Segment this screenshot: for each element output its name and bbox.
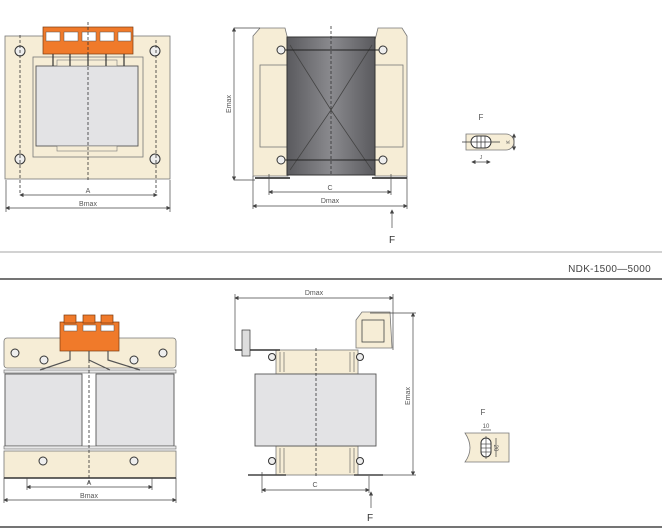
mounting-bolt-icon: [38, 456, 48, 466]
dim-emax-label: Emax: [226, 95, 233, 113]
dim-bmax-label: Bmax: [79, 201, 97, 208]
dim-10-label: 10: [483, 424, 490, 430]
top-side-view: Emax C Dmax F: [226, 26, 408, 246]
core-bottom: [275, 445, 359, 476]
model-range-label: NDK-1500—5000: [568, 264, 651, 275]
dim-dmax-label: Dmax: [305, 290, 324, 297]
top-detail-f: F J K: [462, 113, 517, 165]
bottom-side-view: Dmax Emax C F: [234, 290, 416, 524]
dim-k-label: K: [506, 140, 512, 144]
detail-title: F: [481, 408, 486, 417]
dim-bmax-label: Bmax: [80, 493, 98, 500]
mounting-bolt-icon: [10, 348, 20, 358]
core-top: [275, 349, 359, 375]
bottom-front-view: A Bmax: [3, 314, 177, 503]
dim-a-label: A: [86, 188, 91, 195]
mounting-bolt-icon: [158, 348, 168, 358]
mounting-bolt-icon: [149, 45, 161, 57]
mounting-bolt-icon: [149, 153, 161, 165]
view-marker-f: F: [367, 513, 373, 524]
coil-right: [95, 373, 175, 447]
mounting-bolt-icon: [14, 153, 26, 165]
mounting-bolt-icon: [39, 355, 49, 365]
terminal-stud: [241, 329, 251, 357]
bottom-clamp: [3, 450, 177, 479]
dim-c-label: C: [312, 482, 317, 489]
view-marker-f: F: [389, 235, 395, 246]
dim-20-label: 20: [492, 445, 498, 452]
mounting-bolt-icon: [129, 456, 139, 466]
detail-title: F: [479, 113, 484, 122]
dim-dmax-label: Dmax: [321, 198, 340, 205]
mounting-bolt-icon: [129, 355, 139, 365]
coil: [254, 373, 377, 447]
dim-emax-label: Emax: [405, 387, 412, 405]
dim-a-label: A: [87, 480, 92, 487]
coil: [35, 65, 139, 147]
top-front-view: A Bmax: [4, 22, 171, 212]
dim-j-label: J: [480, 155, 483, 161]
bottom-detail-f: F 10 20: [464, 408, 510, 463]
dim-c-label: C: [327, 185, 332, 192]
coil-left: [4, 373, 83, 447]
terminal-block: [39, 314, 141, 371]
